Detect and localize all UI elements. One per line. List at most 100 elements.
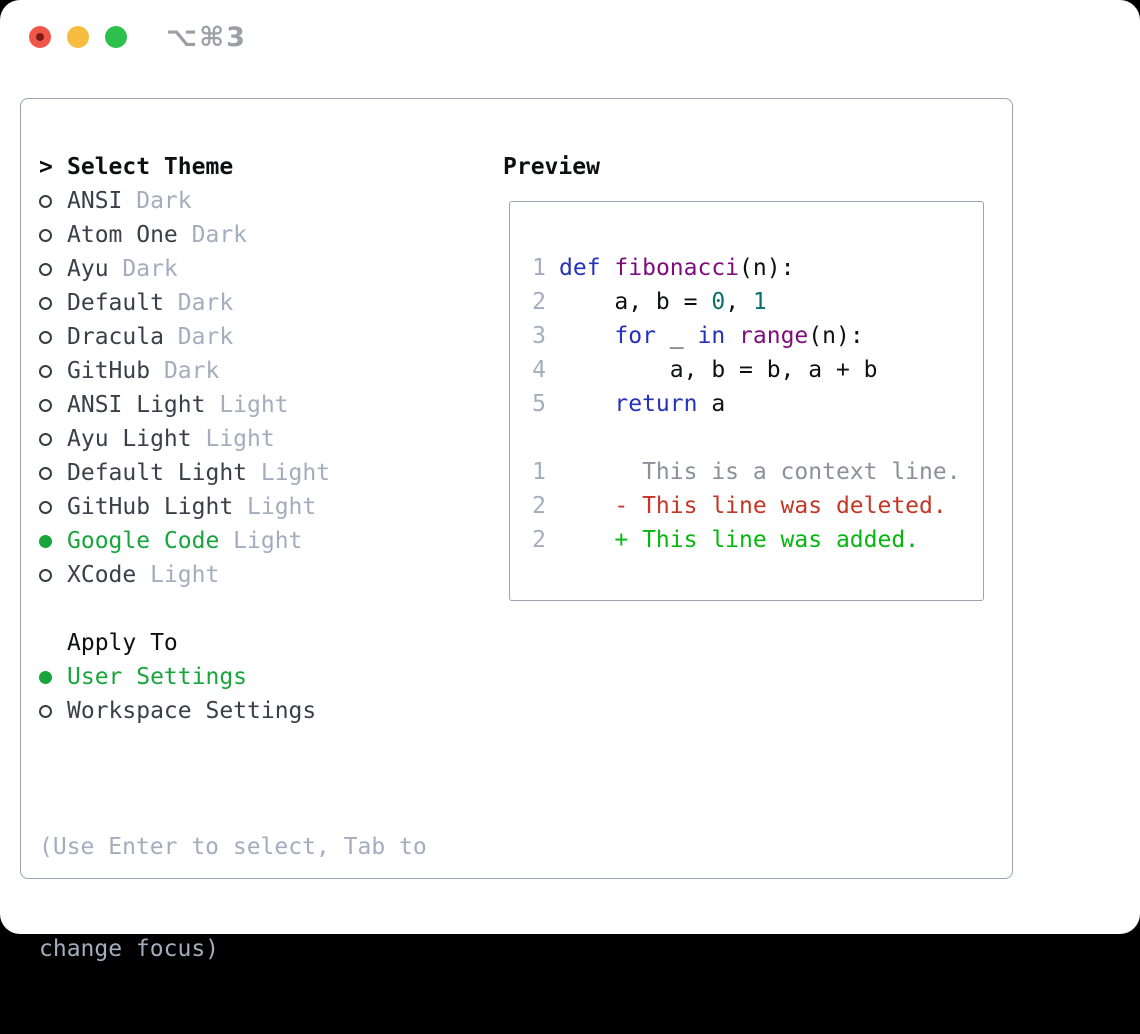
zoom-button[interactable] xyxy=(105,26,127,48)
code-text: for _ in range(n): xyxy=(559,323,864,349)
variant-label: Dark xyxy=(177,290,234,316)
code-token: fibonacci xyxy=(614,255,740,281)
radio-icon xyxy=(39,704,52,718)
theme-option-dracula-dark[interactable]: Dracula Dark xyxy=(39,320,427,354)
code-text: def fibonacci(n): xyxy=(559,255,794,281)
theme-option-ansi-light[interactable]: ANSI Light Light xyxy=(39,388,427,422)
line-number: 4 xyxy=(532,357,546,383)
radio-selected-icon xyxy=(39,670,52,684)
radio-icon xyxy=(39,364,52,378)
code-token: a, b = xyxy=(559,289,712,315)
code-token: range xyxy=(739,323,809,349)
theme-picker-panel: > Select Theme ANSI Dark Atom One Dark A… xyxy=(20,98,1013,962)
select-theme-label: Select Theme xyxy=(67,154,234,180)
code-token xyxy=(601,255,615,281)
variant-label: Dark xyxy=(122,256,178,282)
code-token: for xyxy=(614,323,656,349)
variant-label: Light xyxy=(260,460,331,486)
radio-icon xyxy=(39,500,52,514)
radio-icon xyxy=(39,194,52,208)
variant-label: Light xyxy=(205,426,275,452)
theme-option-default-light[interactable]: Default Light Light xyxy=(39,456,427,490)
code-token xyxy=(559,323,614,349)
line-number: 2 xyxy=(532,527,546,553)
close-button[interactable] xyxy=(29,26,51,48)
variant-label: Dark xyxy=(191,222,248,248)
blank-line xyxy=(510,421,983,455)
code-token: , xyxy=(725,289,753,315)
diff-text: This is a context line. xyxy=(559,459,961,485)
screenshot-stage: ⌥⌘3 > Select Theme ANSI Dark Atom One Da… xyxy=(0,0,1140,962)
apply-to-label: Apply To xyxy=(67,630,178,656)
window-title: ⌥⌘3 xyxy=(166,22,247,53)
code-line: 1 def fibonacci(n): xyxy=(510,251,983,285)
variant-label: Light xyxy=(150,562,220,588)
theme-option-ayu-light[interactable]: Ayu Light Light xyxy=(39,422,427,456)
code-token: in xyxy=(697,323,726,349)
diff-deleted-line: 2 - This line was deleted. xyxy=(510,489,983,523)
variant-label: Light xyxy=(233,528,303,554)
code-line: 5 return a xyxy=(510,387,983,421)
theme-option-default-dark[interactable]: Default Dark xyxy=(39,286,427,320)
title-bar: ⌥⌘3 xyxy=(0,0,1140,74)
radio-icon xyxy=(39,466,52,480)
spacer xyxy=(39,592,427,626)
code-line: 3 for _ in range(n): xyxy=(510,319,983,353)
line-number: 5 xyxy=(532,391,546,417)
apply-option-workspace-settings[interactable]: Workspace Settings xyxy=(39,694,427,728)
line-number: 3 xyxy=(532,323,546,349)
radio-icon xyxy=(39,296,52,310)
focus-chevron-icon: > xyxy=(39,154,53,180)
radio-icon xyxy=(39,228,52,242)
theme-option-github-light[interactable]: GitHub Light Light xyxy=(39,490,427,524)
code-token: (n): xyxy=(739,255,795,281)
code-token xyxy=(725,323,739,349)
radio-icon xyxy=(39,432,52,446)
select-theme-header: > Select Theme xyxy=(39,150,427,184)
radio-icon xyxy=(39,398,52,412)
theme-list: > Select Theme ANSI Dark Atom One Dark A… xyxy=(39,150,427,1034)
theme-option-github-dark[interactable]: GitHub Dark xyxy=(39,354,427,388)
code-text: return a xyxy=(559,391,725,417)
radio-icon xyxy=(39,262,52,276)
code-token: _ xyxy=(655,323,698,349)
keyboard-hint: (Use Enter to select, Tab to change focu… xyxy=(39,762,427,1034)
code-token: def xyxy=(559,255,601,281)
code-token: (n): xyxy=(808,323,864,349)
theme-option-ansi-dark[interactable]: ANSI Dark xyxy=(39,184,427,218)
preview-title: Preview xyxy=(503,154,600,180)
variant-label: Dark xyxy=(163,358,220,384)
line-number: 2 xyxy=(532,289,546,315)
radio-icon xyxy=(39,330,52,344)
code-line: 4 a, b = b, a + b xyxy=(510,353,983,387)
app-window: ⌥⌘3 > Select Theme ANSI Dark Atom One Da… xyxy=(0,0,1140,962)
variant-label: Light xyxy=(247,494,317,520)
line-number: 1 xyxy=(532,459,546,485)
diff-text: - This line was deleted. xyxy=(559,493,947,519)
code-token: 0 xyxy=(711,289,726,315)
variant-label: Dark xyxy=(136,188,192,214)
variant-label: Light xyxy=(219,392,289,418)
diff-text: + This line was added. xyxy=(559,527,920,553)
apply-option-user-settings[interactable]: User Settings xyxy=(39,660,427,694)
hint-line-1: (Use Enter to select, Tab to xyxy=(39,834,427,860)
theme-option-google-code-light[interactable]: Google Code Light xyxy=(39,524,427,558)
variant-label: Dark xyxy=(177,324,234,350)
theme-option-atom-one-dark[interactable]: Atom One Dark xyxy=(39,218,427,252)
diff-added-line: 2 + This line was added. xyxy=(510,523,983,557)
line-number: 2 xyxy=(532,493,546,519)
minimize-button[interactable] xyxy=(67,26,89,48)
line-number: 1 xyxy=(532,255,546,281)
diff-context-line: 1 This is a context line. xyxy=(510,455,983,489)
theme-option-xcode-light[interactable]: XCode Light xyxy=(39,558,427,592)
code-token: a xyxy=(697,391,726,417)
radio-selected-icon xyxy=(39,534,52,548)
code-preview: 1 def fibonacci(n): 2 a, b = 0, 1 3 for … xyxy=(510,251,983,557)
theme-option-ayu-dark[interactable]: Ayu Dark xyxy=(39,252,427,286)
preview-pane: 1 def fibonacci(n): 2 a, b = 0, 1 3 for … xyxy=(509,201,984,601)
hint-line-2: change focus) xyxy=(39,936,220,962)
code-text: a, b = 0, 1 xyxy=(559,289,766,315)
radio-icon xyxy=(39,568,52,582)
code-text: a, b = b, a + b xyxy=(559,357,878,383)
code-token: a, b = b, a + b xyxy=(559,357,878,383)
